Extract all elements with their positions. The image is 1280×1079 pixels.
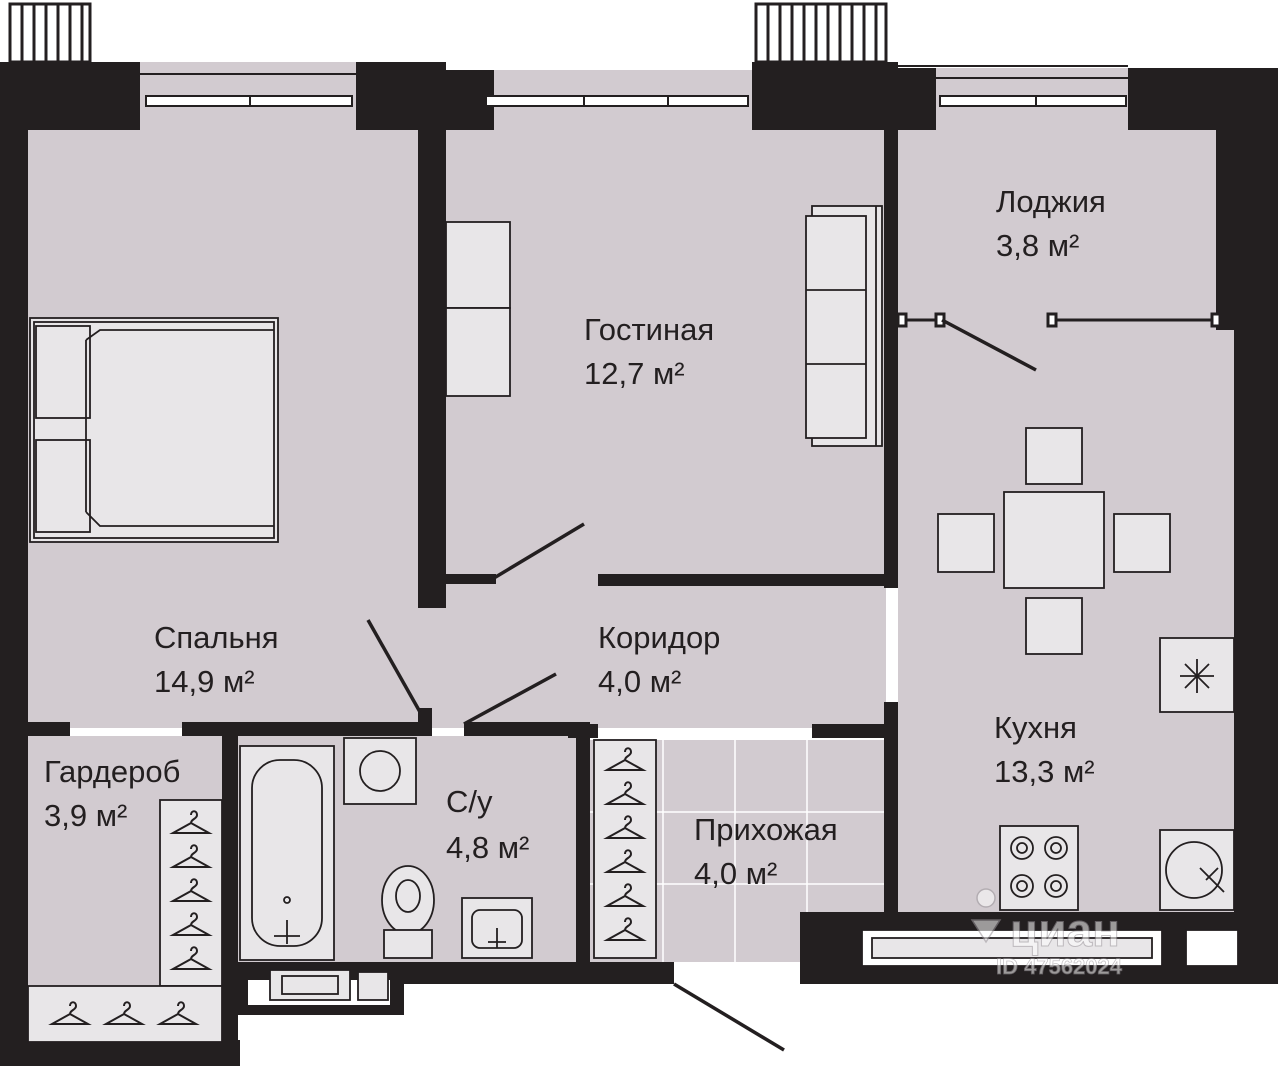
sofa [805,205,883,447]
kitchen-bottom-vents [861,929,1239,967]
bath-sink [461,897,533,959]
windows [140,62,1128,130]
hanger-icon [603,815,647,839]
room-name-corridor: Коридор [598,620,720,655]
watermark: циан ID 47562024 [970,888,1123,979]
balcony-railings [8,2,888,64]
room-name-loggia: Лоджия [996,184,1106,219]
stove [999,825,1079,911]
map-pin-icon [970,888,1002,944]
loggia-glazing [896,312,1222,328]
room-name-bedroom: Спальня [154,620,279,655]
door-bedroom [366,619,422,713]
hanger-icon [102,1001,146,1025]
door-living [493,522,585,580]
walls [0,62,1278,1066]
kitchen-sink [1159,829,1235,911]
room-area-wardrobe: 3,9 м² [44,798,127,833]
watermark-brand: циан [1010,904,1120,956]
hall-closet [593,739,657,959]
hanger-icon [169,810,213,834]
hanger-icon [48,1001,92,1025]
room-area-hall: 4,0 м² [694,856,777,891]
hanger-icon [169,946,213,970]
hanger-icon [156,1001,200,1025]
hanger-icon [603,849,647,873]
room-name-bathroom: С/у [446,784,493,819]
balcony-railing-bars [20,4,878,62]
dining-set [937,427,1171,655]
room-area-loggia: 3,8 м² [996,228,1079,263]
bed [29,317,279,543]
utility-box [269,969,389,1001]
door-loggia [941,318,1037,372]
washing-machine [343,737,417,805]
room-labels: Спальня 14,9 м² Гостиная 12,7 м² Лоджия … [44,184,1106,891]
floor-corridor [420,578,886,728]
living-cabinet [445,221,511,397]
furniture [27,205,1239,1043]
room-area-bathroom: 4,8 м² [446,830,529,865]
hanger-icon [603,883,647,907]
door-bathroom [463,672,557,726]
hanger-icon [603,781,647,805]
door-entrance [673,982,785,1052]
watermark-id: ID 47562024 [996,954,1123,979]
room-name-wardrobe: Гардероб [44,754,180,789]
hanger-icon [603,747,647,771]
room-area-kitchen: 13,3 м² [994,754,1095,789]
hanger-icon [169,878,213,902]
floor-loggia [898,128,1224,328]
hanger-icon [603,917,647,941]
room-name-living: Гостиная [584,312,714,347]
hangers [48,747,647,1025]
hanger-icon [169,844,213,868]
toilet [381,865,435,959]
room-area-corridor: 4,0 м² [598,664,681,699]
room-name-hall: Прихожая [694,812,838,847]
room-name-kitchen: Кухня [994,710,1077,745]
room-area-bedroom: 14,9 м² [154,664,255,699]
wardrobe-closet-side [159,799,223,987]
hanger-icon [169,912,213,936]
doors [366,318,1037,1052]
bathtub [239,745,335,961]
room-area-living: 12,7 м² [584,356,685,391]
kitchen-unit [1159,637,1235,713]
